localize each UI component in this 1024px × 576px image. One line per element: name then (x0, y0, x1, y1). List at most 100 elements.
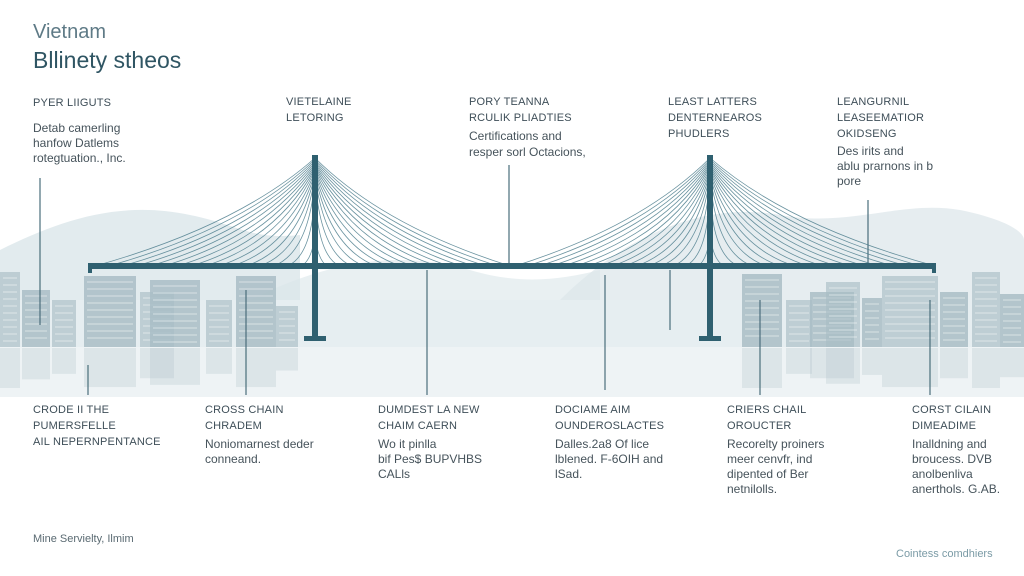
city-skyline (0, 272, 1024, 347)
bridge-cable (709, 166, 851, 267)
bridge-cable (709, 172, 795, 267)
bottom-label-5-head-1: CRIERS CHAIL (727, 404, 807, 416)
bridge-cable (514, 157, 711, 267)
top-label-3-head-2: RCULIK PLIADTIES (469, 112, 572, 124)
bottom-label-4-body-2: lblened. F-6OIH and (555, 452, 664, 466)
bottom-label-2-body-1: Noniomarnest deder (205, 437, 314, 451)
building-reflection (940, 348, 968, 379)
bridge-cable (314, 160, 486, 267)
bridge-cable (551, 162, 711, 267)
building (882, 276, 938, 347)
bridge-cable (232, 172, 316, 267)
bridge-cable (636, 172, 711, 267)
bridge-cable (709, 171, 809, 267)
bridge-cable (587, 166, 711, 267)
building (206, 300, 232, 347)
top-label-4-head-1: LEAST LATTERS (668, 96, 757, 108)
bottom-label-2-body-2: conneand. (205, 452, 262, 466)
bridge-cable (709, 169, 823, 267)
bridge-cable (163, 165, 316, 267)
bridge-cable (624, 171, 711, 267)
bridge-cable (136, 162, 316, 267)
bridge-deck (88, 263, 936, 269)
top-label-5-body-1: Des irits and (837, 144, 904, 158)
building-reflection (0, 348, 20, 388)
footer-right-text: Cointess comdhiers (896, 548, 993, 560)
footer-left-text: Mine Servielty, Ilmim (33, 533, 134, 545)
bottom-label-3-head-1: DUMDEST LA NEW (378, 404, 480, 416)
bridge-cable (648, 174, 711, 267)
building-reflection (972, 348, 1000, 388)
bridge-cable (709, 168, 837, 267)
bridge-cable (191, 168, 316, 267)
bottom-label-6-body-2: broucess. DVB (912, 452, 993, 466)
bottom-label-5-body-4: netnilolls. (727, 482, 778, 496)
building-reflection (236, 348, 276, 388)
bridge-cable (612, 169, 711, 267)
top-label-1-body-1: Detab camerling (33, 121, 121, 135)
bottom-label-5-body-1: Recorelty proiners (727, 437, 825, 451)
bottom-label-3-head-2: CHAIM CAERN (378, 420, 458, 432)
bridge-cable (246, 174, 316, 267)
building-reflection (742, 348, 782, 388)
building-reflection (862, 348, 882, 375)
tower-base-left (304, 336, 326, 341)
building-reflection (140, 348, 174, 379)
bottom-label-4-head-1: DOCIAME AIM (555, 404, 631, 416)
bridge-cable (314, 172, 389, 267)
building (52, 300, 76, 347)
bottom-label-4-body-3: lSad. (555, 467, 583, 481)
top-label-5-head-2: LEASEEMATIOR (837, 112, 925, 124)
building (236, 276, 276, 347)
bottom-label-3-body-3: CALls (378, 467, 411, 481)
bridge-cable (314, 162, 474, 267)
top-label-5-head-1: LEANGURNIL (837, 96, 910, 108)
bottom-label-6-head-1: CORST CILAIN (912, 404, 992, 416)
top-label-4-head-3: PHUDLERS (668, 128, 730, 140)
bottom-label-2-head-1: CROSS CHAIN (205, 404, 284, 416)
bottom-label-6-body-1: Inalldning and (912, 437, 987, 451)
hill-center (250, 260, 600, 300)
top-label-2-head-2: LETORING (286, 112, 344, 124)
bridge-tower-right (707, 155, 713, 340)
building-reflection (1000, 348, 1024, 378)
building-reflection (786, 348, 812, 374)
bridge-tower-left (312, 155, 318, 340)
bridge-cable (218, 171, 316, 267)
top-label-5-body-3: pore (837, 174, 862, 188)
bottom-label-4-head-2: OUNDEROSLACTES (555, 420, 665, 432)
bridge-cable (314, 169, 413, 267)
top-label-3-head-1: PORY TEANNA (469, 96, 550, 108)
building-reflection (84, 348, 136, 388)
bottom-label-5-body-3: dipented of Ber (727, 467, 809, 481)
top-label-5-body-2: ablu prarnons in b (837, 159, 934, 173)
building-reflection (52, 348, 76, 374)
bottom-label-3-body-2: bif Pes$ BUPVHBS (378, 452, 483, 466)
bridge-cable (314, 174, 377, 267)
bridge-cable (709, 174, 781, 267)
building-reflection (206, 348, 232, 374)
tower-base-right (699, 336, 721, 341)
diagram-title-line2: Bllinety stheos (33, 47, 182, 73)
building-reflection (150, 348, 200, 385)
top-label-1-body-2: hanfow Datlems (33, 136, 120, 150)
building (862, 298, 882, 347)
diagram-title-line1: Vietnam (33, 21, 107, 43)
building-reflection (22, 348, 50, 380)
building (84, 276, 136, 347)
bridge-cable (314, 168, 425, 267)
top-label-4-head-2: DENTERNEAROS (668, 112, 763, 124)
building-reflection (882, 348, 938, 388)
building (826, 282, 860, 347)
bridge-cable (709, 165, 865, 267)
building (972, 272, 1000, 347)
bridge-cable (108, 159, 316, 267)
bridge-structure (88, 155, 936, 341)
bridge-cable (527, 159, 711, 267)
bottom-label-1-head-1: CRODE II THE (33, 404, 110, 416)
bottom-label-4-body-1: Dalles.2a8 Of lice (555, 437, 650, 451)
bridge-cable (539, 160, 711, 267)
bridge-cable (122, 160, 316, 267)
